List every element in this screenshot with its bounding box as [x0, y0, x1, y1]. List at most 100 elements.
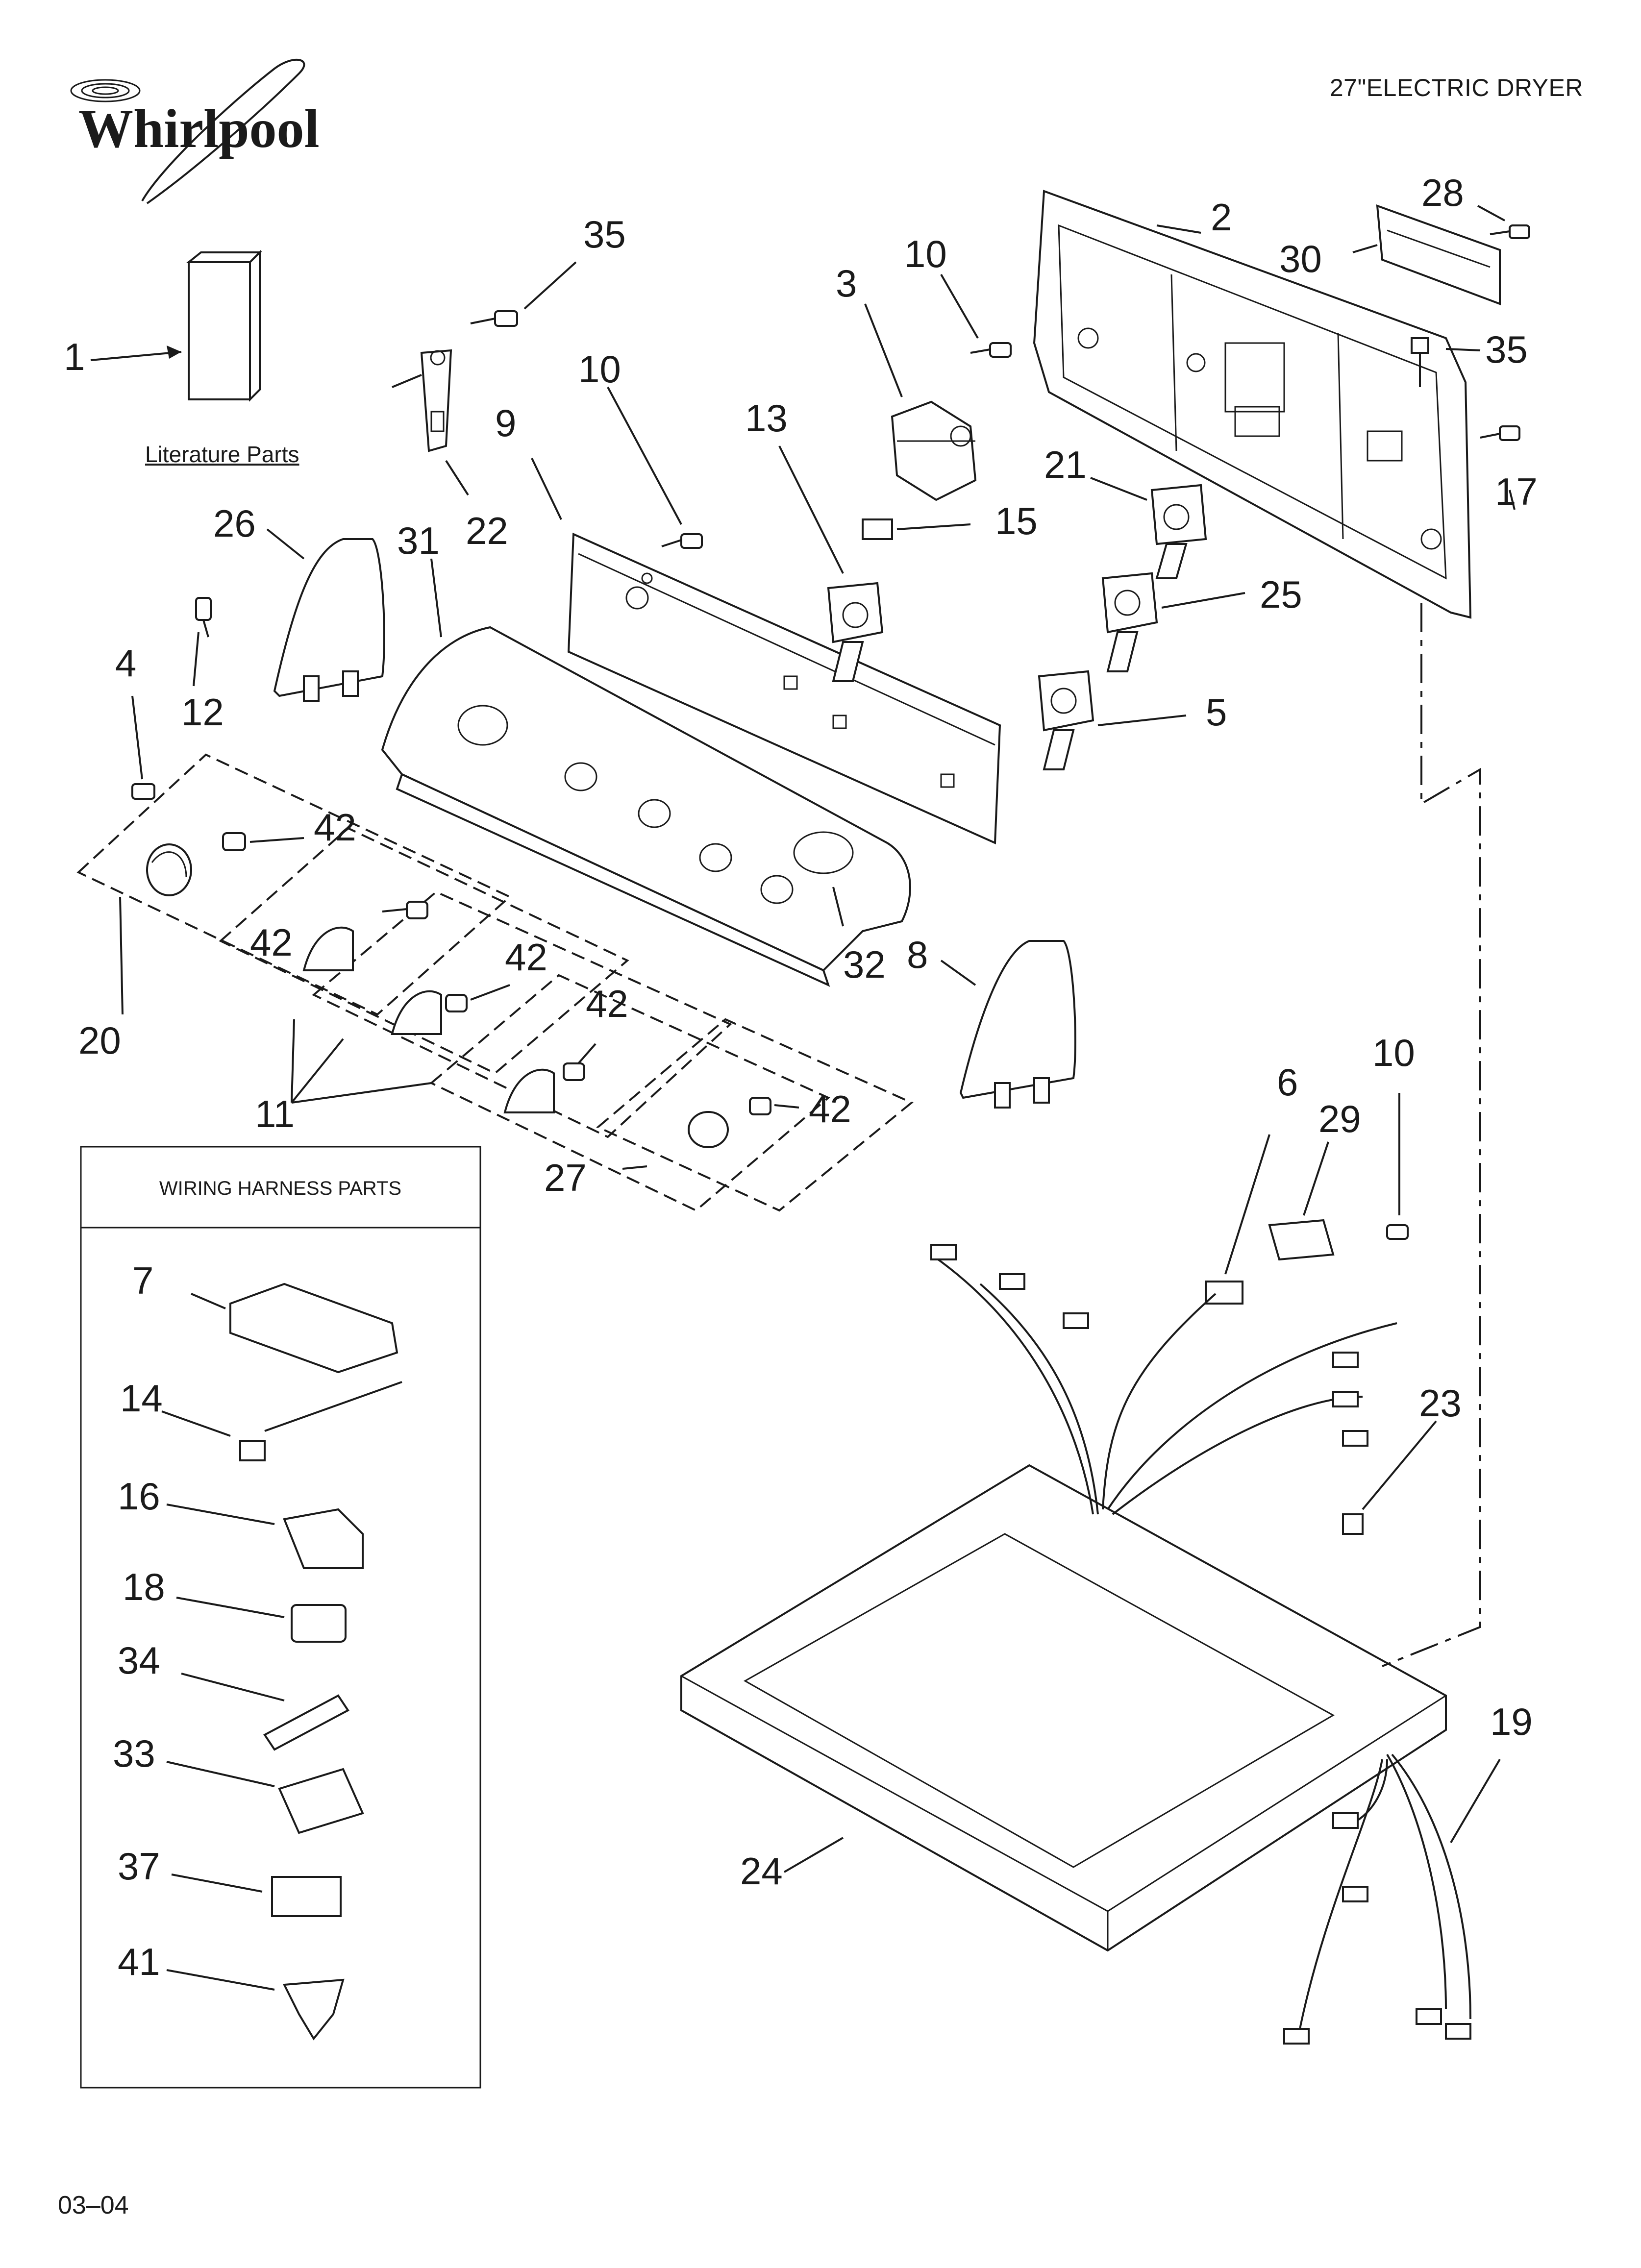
brand-logo: Whirlpool — [70, 58, 320, 204]
literature-parts-label: Literature Parts — [145, 442, 299, 467]
callout-33: 33 — [113, 1732, 155, 1775]
harness-route — [1382, 603, 1481, 1667]
footer-code: 03–04 — [58, 2191, 129, 2219]
callout-2: 2 — [1211, 196, 1232, 239]
harness-14-icon — [264, 1381, 402, 1432]
callout-24: 24 — [740, 1849, 783, 1893]
callout-42-a: 42 — [314, 806, 356, 849]
knob-insert-42d — [563, 1062, 585, 1081]
callout-6: 6 — [1277, 1060, 1298, 1104]
harness-16-icon — [283, 1508, 364, 1569]
callout-21: 21 — [1044, 443, 1087, 486]
timer-switch-3 — [891, 400, 977, 501]
switch-25 — [1101, 572, 1158, 672]
callout-22: 22 — [466, 509, 508, 552]
wire-terminal — [1332, 1391, 1359, 1407]
callout-8: 8 — [907, 933, 928, 976]
screw-35-left — [470, 310, 518, 327]
control-panel-bracket-9 — [567, 532, 1001, 845]
knob-insert-42e — [749, 1097, 771, 1115]
callout-30: 30 — [1279, 237, 1322, 280]
knob-group-11c — [429, 974, 830, 1212]
screw-10-lower — [1386, 1224, 1409, 1240]
wire-terminal — [930, 1244, 957, 1260]
callout-42-c: 42 — [505, 936, 547, 979]
mounting-bracket — [1376, 204, 1501, 305]
end-cap-26 — [273, 538, 385, 702]
wire-terminal — [1342, 1430, 1368, 1447]
callout-15: 15 — [995, 499, 1038, 542]
screw-28 — [1490, 224, 1530, 239]
callout-27: 27 — [544, 1156, 587, 1199]
harness-34-icon — [263, 1694, 349, 1751]
switch-13 — [827, 582, 884, 682]
knob-11b — [391, 990, 442, 1035]
callout-12: 12 — [181, 690, 224, 734]
control-console-31 — [381, 626, 911, 987]
callout-31: 31 — [397, 519, 440, 562]
callout-13: 13 — [745, 396, 788, 440]
callout-37: 37 — [118, 1845, 160, 1888]
harness-7-icon — [229, 1282, 398, 1374]
screw-10-top — [970, 342, 1012, 358]
screw-35-right — [1411, 337, 1429, 387]
callout-3: 3 — [836, 262, 857, 305]
end-cap-8 — [959, 940, 1076, 1109]
screw-10-mid — [661, 533, 703, 549]
knob-20 — [146, 843, 192, 896]
connector-6 — [1205, 1281, 1243, 1305]
wire-terminal — [1332, 1812, 1359, 1829]
harness-box-title: WIRING HARNESS PARTS — [159, 1178, 401, 1199]
callout-9: 9 — [495, 401, 516, 444]
knob-insert-42b — [406, 901, 428, 919]
callout-10-top: 10 — [904, 232, 947, 275]
knob-group-11b — [312, 890, 732, 1138]
callout-1: 1 — [64, 335, 85, 378]
callout-10-lower: 10 — [1372, 1031, 1415, 1074]
callout-26: 26 — [213, 502, 256, 545]
callout-42-d: 42 — [586, 982, 628, 1025]
knob-11a — [302, 926, 354, 971]
knob-insert-42a — [222, 832, 246, 851]
callout-20: 20 — [78, 1019, 121, 1062]
callout-28: 28 — [1421, 171, 1464, 214]
callout-11: 11 — [255, 1092, 295, 1135]
callout-17: 17 — [1495, 470, 1538, 513]
knob-group-20 — [76, 753, 512, 1016]
wiring-harness-box: WIRING HARNESS PARTS — [80, 1146, 481, 2089]
wire-terminal — [1445, 2023, 1471, 2040]
callout-4: 4 — [115, 641, 136, 685]
wire-terminal — [1332, 1352, 1359, 1368]
callout-14: 14 — [120, 1377, 163, 1420]
screw-17 — [1480, 425, 1520, 441]
callout-25: 25 — [1260, 573, 1302, 616]
callout-35-right: 35 — [1485, 328, 1528, 371]
screw-4 — [131, 783, 155, 800]
harness-33-icon — [278, 1768, 364, 1834]
wire-terminal — [1283, 2028, 1310, 2045]
top-panel-24 — [680, 1464, 1447, 1952]
part-15 — [862, 518, 893, 540]
callout-32: 32 — [843, 943, 886, 986]
switch-5 — [1038, 670, 1094, 770]
wire-terminal — [1416, 2008, 1442, 2025]
brand-wordmark: Whirlpool — [78, 99, 320, 159]
callout-35-left: 35 — [583, 213, 626, 256]
console-back-panel — [1033, 190, 1472, 619]
screw-12 — [195, 597, 212, 638]
knob-27 — [688, 1111, 729, 1148]
page-title: 27"ELECTRIC DRYER — [1329, 74, 1583, 101]
callout-16: 16 — [118, 1475, 160, 1518]
knob-11c — [503, 1068, 555, 1113]
callout-5: 5 — [1206, 690, 1227, 734]
callout-18: 18 — [123, 1565, 165, 1608]
callout-19: 19 — [1490, 1700, 1533, 1743]
wire-terminal — [999, 1273, 1025, 1290]
callout-41: 41 — [118, 1940, 160, 1983]
hinge-bracket-22 — [392, 349, 452, 452]
clip-23 — [1342, 1513, 1364, 1535]
harness-41-icon — [282, 1978, 345, 2041]
callout-29: 29 — [1318, 1097, 1361, 1140]
